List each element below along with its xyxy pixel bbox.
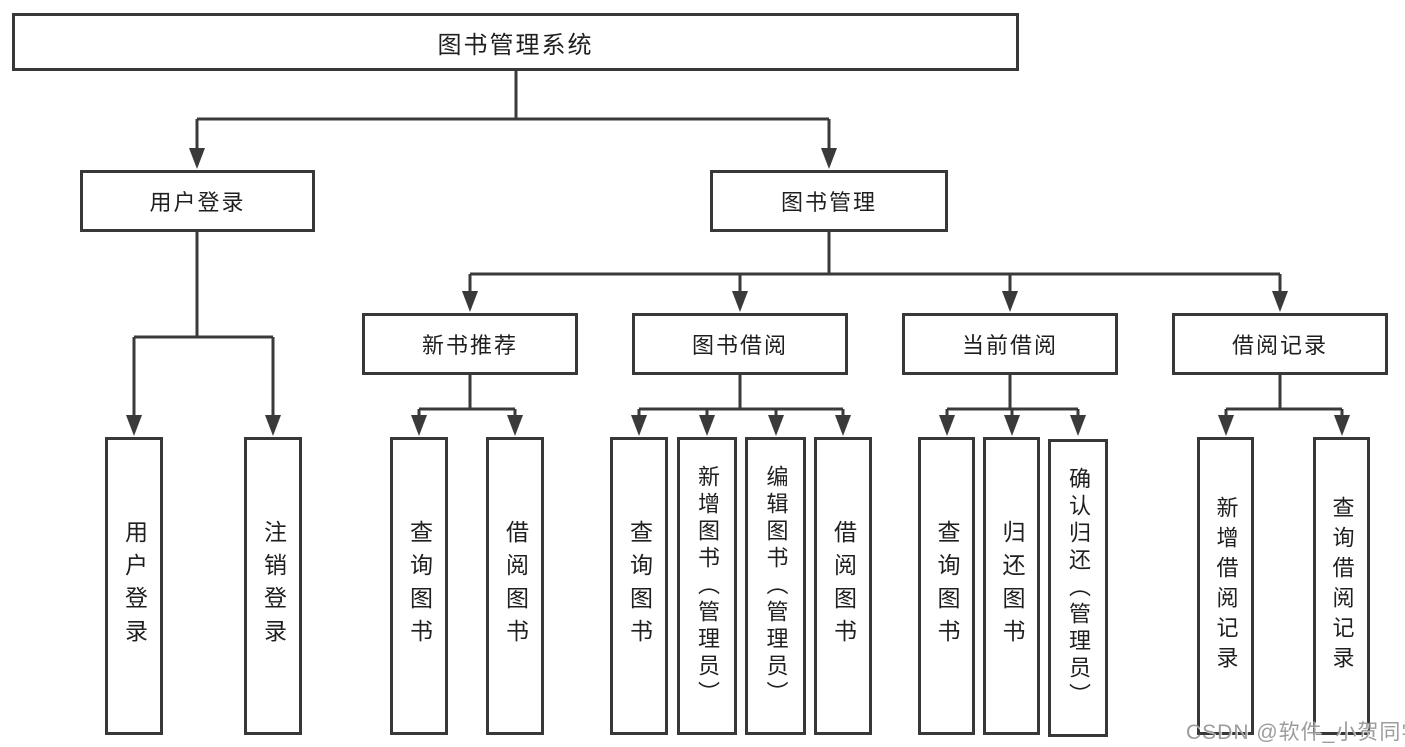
node-label: 注销登录 xyxy=(260,520,287,652)
node-label: 图书管理 xyxy=(780,190,877,215)
leaf-newbook-borrow-books: 借阅图书 xyxy=(486,437,544,735)
node-label: 图书借阅 xyxy=(691,333,788,358)
node-label: 借阅图书 xyxy=(502,520,529,652)
leaf-borrow-borrow-books: 借阅图书 xyxy=(814,437,872,735)
node-book-management-branch: 图书管理 xyxy=(710,170,948,232)
node-label: 当前借阅 xyxy=(961,333,1058,358)
node-new-book-recommendation: 新书推荐 xyxy=(362,313,578,375)
csdn-watermark: CSDN @软件_小贺同学 xyxy=(1186,721,1405,744)
leaf-record-add-borrow-record: 新增借阅记录 xyxy=(1197,437,1254,735)
node-label: 新增图书（管理员） xyxy=(695,464,720,708)
node-label: 新书推荐 xyxy=(421,333,518,358)
node-label: 归还图书 xyxy=(999,520,1025,652)
node-label: 查询借阅记录 xyxy=(1329,496,1355,676)
node-label: 借阅图书 xyxy=(830,520,857,652)
node-current-borrowing: 当前借阅 xyxy=(902,313,1118,375)
leaf-newbook-query-books: 查询图书 xyxy=(390,437,448,735)
node-borrowing-records: 借阅记录 xyxy=(1172,313,1388,375)
leaf-borrow-edit-book-admin: 编辑图书（管理员） xyxy=(745,437,806,735)
node-label: 查询图书 xyxy=(934,520,960,652)
node-label: 编辑图书（管理员） xyxy=(763,464,789,708)
node-user-login-branch: 用户登录 xyxy=(80,170,315,232)
leaf-borrow-query-books: 查询图书 xyxy=(610,437,668,735)
node-label: 用户登录 xyxy=(121,520,148,652)
node-label: 新增借阅记录 xyxy=(1213,496,1239,676)
node-label: 查询图书 xyxy=(406,520,433,652)
leaf-record-query-borrow-record: 查询借阅记录 xyxy=(1313,437,1370,735)
node-label: 借阅记录 xyxy=(1231,333,1328,358)
leaf-user-login: 用户登录 xyxy=(105,437,163,735)
node-label: 图书管理系统 xyxy=(437,31,594,59)
node-label: 查询图书 xyxy=(626,520,653,652)
leaf-current-query-books: 查询图书 xyxy=(918,437,975,735)
leaf-current-confirm-return-admin: 确认归还（管理员） xyxy=(1048,439,1108,737)
arrowhead-icons xyxy=(126,148,1350,436)
node-label: 确认归还（管理员） xyxy=(1066,466,1091,710)
leaf-borrow-add-book-admin: 新增图书（管理员） xyxy=(677,437,737,735)
node-book-borrowing: 图书借阅 xyxy=(632,313,848,375)
node-label: 用户登录 xyxy=(149,190,246,215)
leaf-current-return-books: 归还图书 xyxy=(983,437,1040,735)
leaf-logout: 注销登录 xyxy=(244,437,302,735)
node-library-management-system: 图书管理系统 xyxy=(12,13,1019,71)
